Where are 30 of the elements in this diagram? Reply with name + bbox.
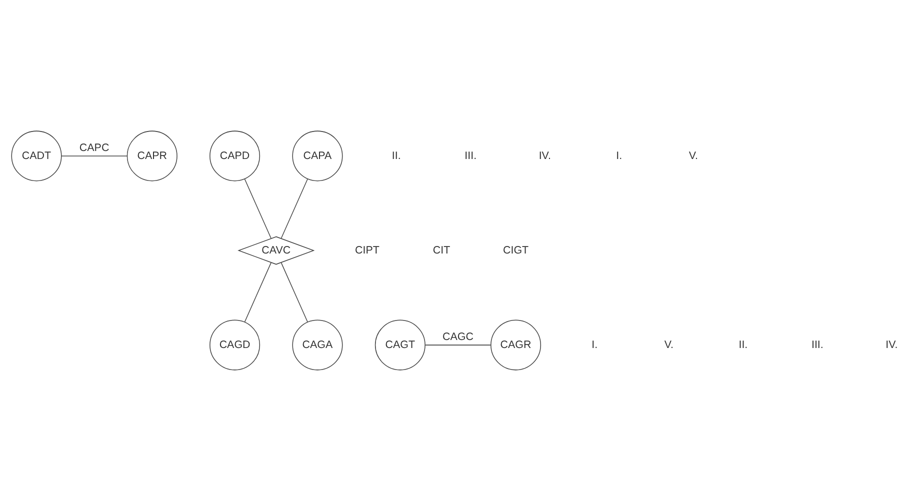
label: CIPT [355, 244, 380, 256]
connector [424, 344, 492, 345]
connector [244, 262, 272, 322]
label: CIGT [502, 244, 529, 256]
node-circle: CAGD [210, 319, 260, 370]
label: III. [464, 149, 477, 162]
node-circle: CAPA [292, 130, 343, 181]
edge-label: CAGC [442, 330, 474, 342]
label: II. [738, 338, 748, 350]
node-circle: CAPD [210, 130, 260, 181]
label: IV. [886, 338, 898, 350]
label: IV. [538, 149, 551, 162]
connector [280, 262, 308, 322]
node-circle: CAGA [292, 319, 343, 370]
label: CIT [432, 244, 450, 256]
connector [61, 155, 128, 156]
label: V. [664, 338, 674, 350]
node-circle: CAGR [490, 319, 542, 370]
connector [280, 178, 308, 238]
node-diamond: CAVC [238, 236, 315, 264]
label: I. [616, 149, 622, 162]
node-circle: CAGT [374, 319, 426, 370]
node-circle: CAPR [126, 130, 178, 181]
edge-label: CAPC [79, 141, 110, 154]
connector [244, 178, 272, 238]
label: V. [688, 149, 698, 162]
label: I. [592, 338, 598, 350]
label: III. [811, 338, 824, 350]
label: II. [392, 149, 401, 162]
node-circle: CADT [11, 130, 62, 181]
